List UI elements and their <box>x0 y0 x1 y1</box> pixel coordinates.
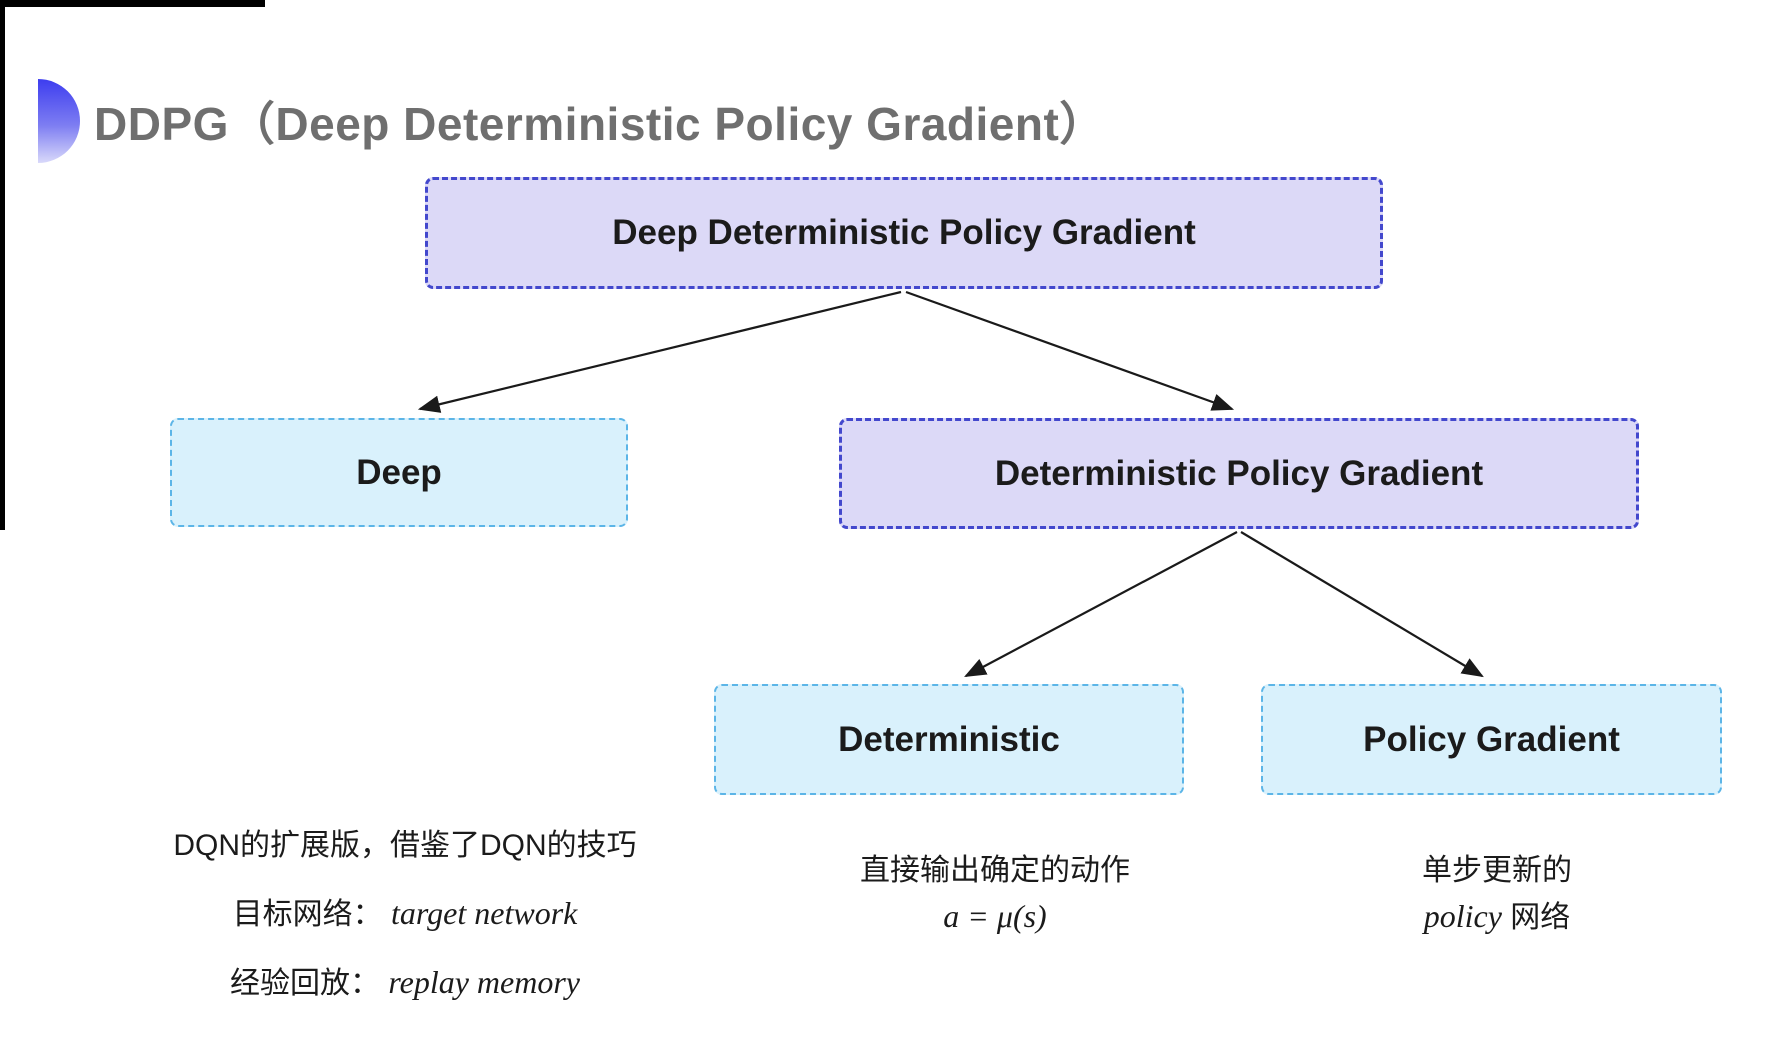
capture-frame-left-edge <box>0 0 5 530</box>
note-deep-line1: DQN的扩展版，借鉴了DQN的技巧 <box>173 829 637 862</box>
node-policy-gradient-label: Policy Gradient <box>1363 719 1620 759</box>
note-deep-line3-value: replay memory <box>388 964 580 1000</box>
node-deep-label: Deep <box>356 452 442 492</box>
note-policy-gradient-line2: policy 网络 <box>1297 900 1697 933</box>
node-deterministic-policy-gradient: Deterministic Policy Gradient <box>839 418 1639 529</box>
node-deterministic-label: Deterministic <box>838 719 1060 759</box>
node-deep: Deep <box>170 418 628 527</box>
note-deterministic-line1: 直接输出确定的动作 <box>860 854 1130 887</box>
arrow-root-to-dpg <box>905 290 1235 411</box>
note-policy-gradient-line2-rest: 网络 <box>1510 901 1571 934</box>
note-deep-line3-label: 经验回放： <box>230 967 380 1000</box>
arrow-dpg-to-deterministic <box>964 531 1238 678</box>
note-deep-line2-value: target network <box>391 895 578 931</box>
node-dpg-label: Deterministic Policy Gradient <box>994 453 1484 493</box>
note-deep: DQN的扩展版，借鉴了DQN的技巧 目标网络： target network 经… <box>105 831 705 999</box>
node-policy-gradient: Policy Gradient <box>1261 684 1722 795</box>
note-policy-gradient-line1: 单步更新的 <box>1422 854 1572 887</box>
arrow-dpg-to-policy-gradient <box>1240 531 1484 678</box>
node-root-label: Deep Deterministic Policy Gradient <box>612 213 1196 252</box>
title-bullet-icon <box>38 79 80 163</box>
slide-header: DDPG（Deep Deterministic Policy Gradient） <box>38 78 1106 164</box>
note-deep-line2-label: 目标网络： <box>232 898 383 931</box>
note-deep-line2: 目标网络： target network <box>105 897 705 930</box>
node-deterministic: Deterministic <box>714 684 1184 795</box>
note-deep-line3: 经验回放： replay memory <box>105 966 705 999</box>
note-policy-gradient: 单步更新的 policy 网络 <box>1297 856 1697 933</box>
capture-frame-top-edge <box>0 0 265 7</box>
note-deterministic-formula: a = μ(s) <box>943 898 1047 934</box>
slide-title: DDPG（Deep Deterministic Policy Gradient） <box>94 98 1106 150</box>
node-deep-deterministic-policy-gradient: Deep Deterministic Policy Gradient <box>425 177 1383 289</box>
note-policy-gradient-line2-italic: policy <box>1423 898 1502 934</box>
note-deterministic: 直接输出确定的动作 a = μ(s) <box>795 854 1195 934</box>
arrow-root-to-deep <box>417 290 902 413</box>
